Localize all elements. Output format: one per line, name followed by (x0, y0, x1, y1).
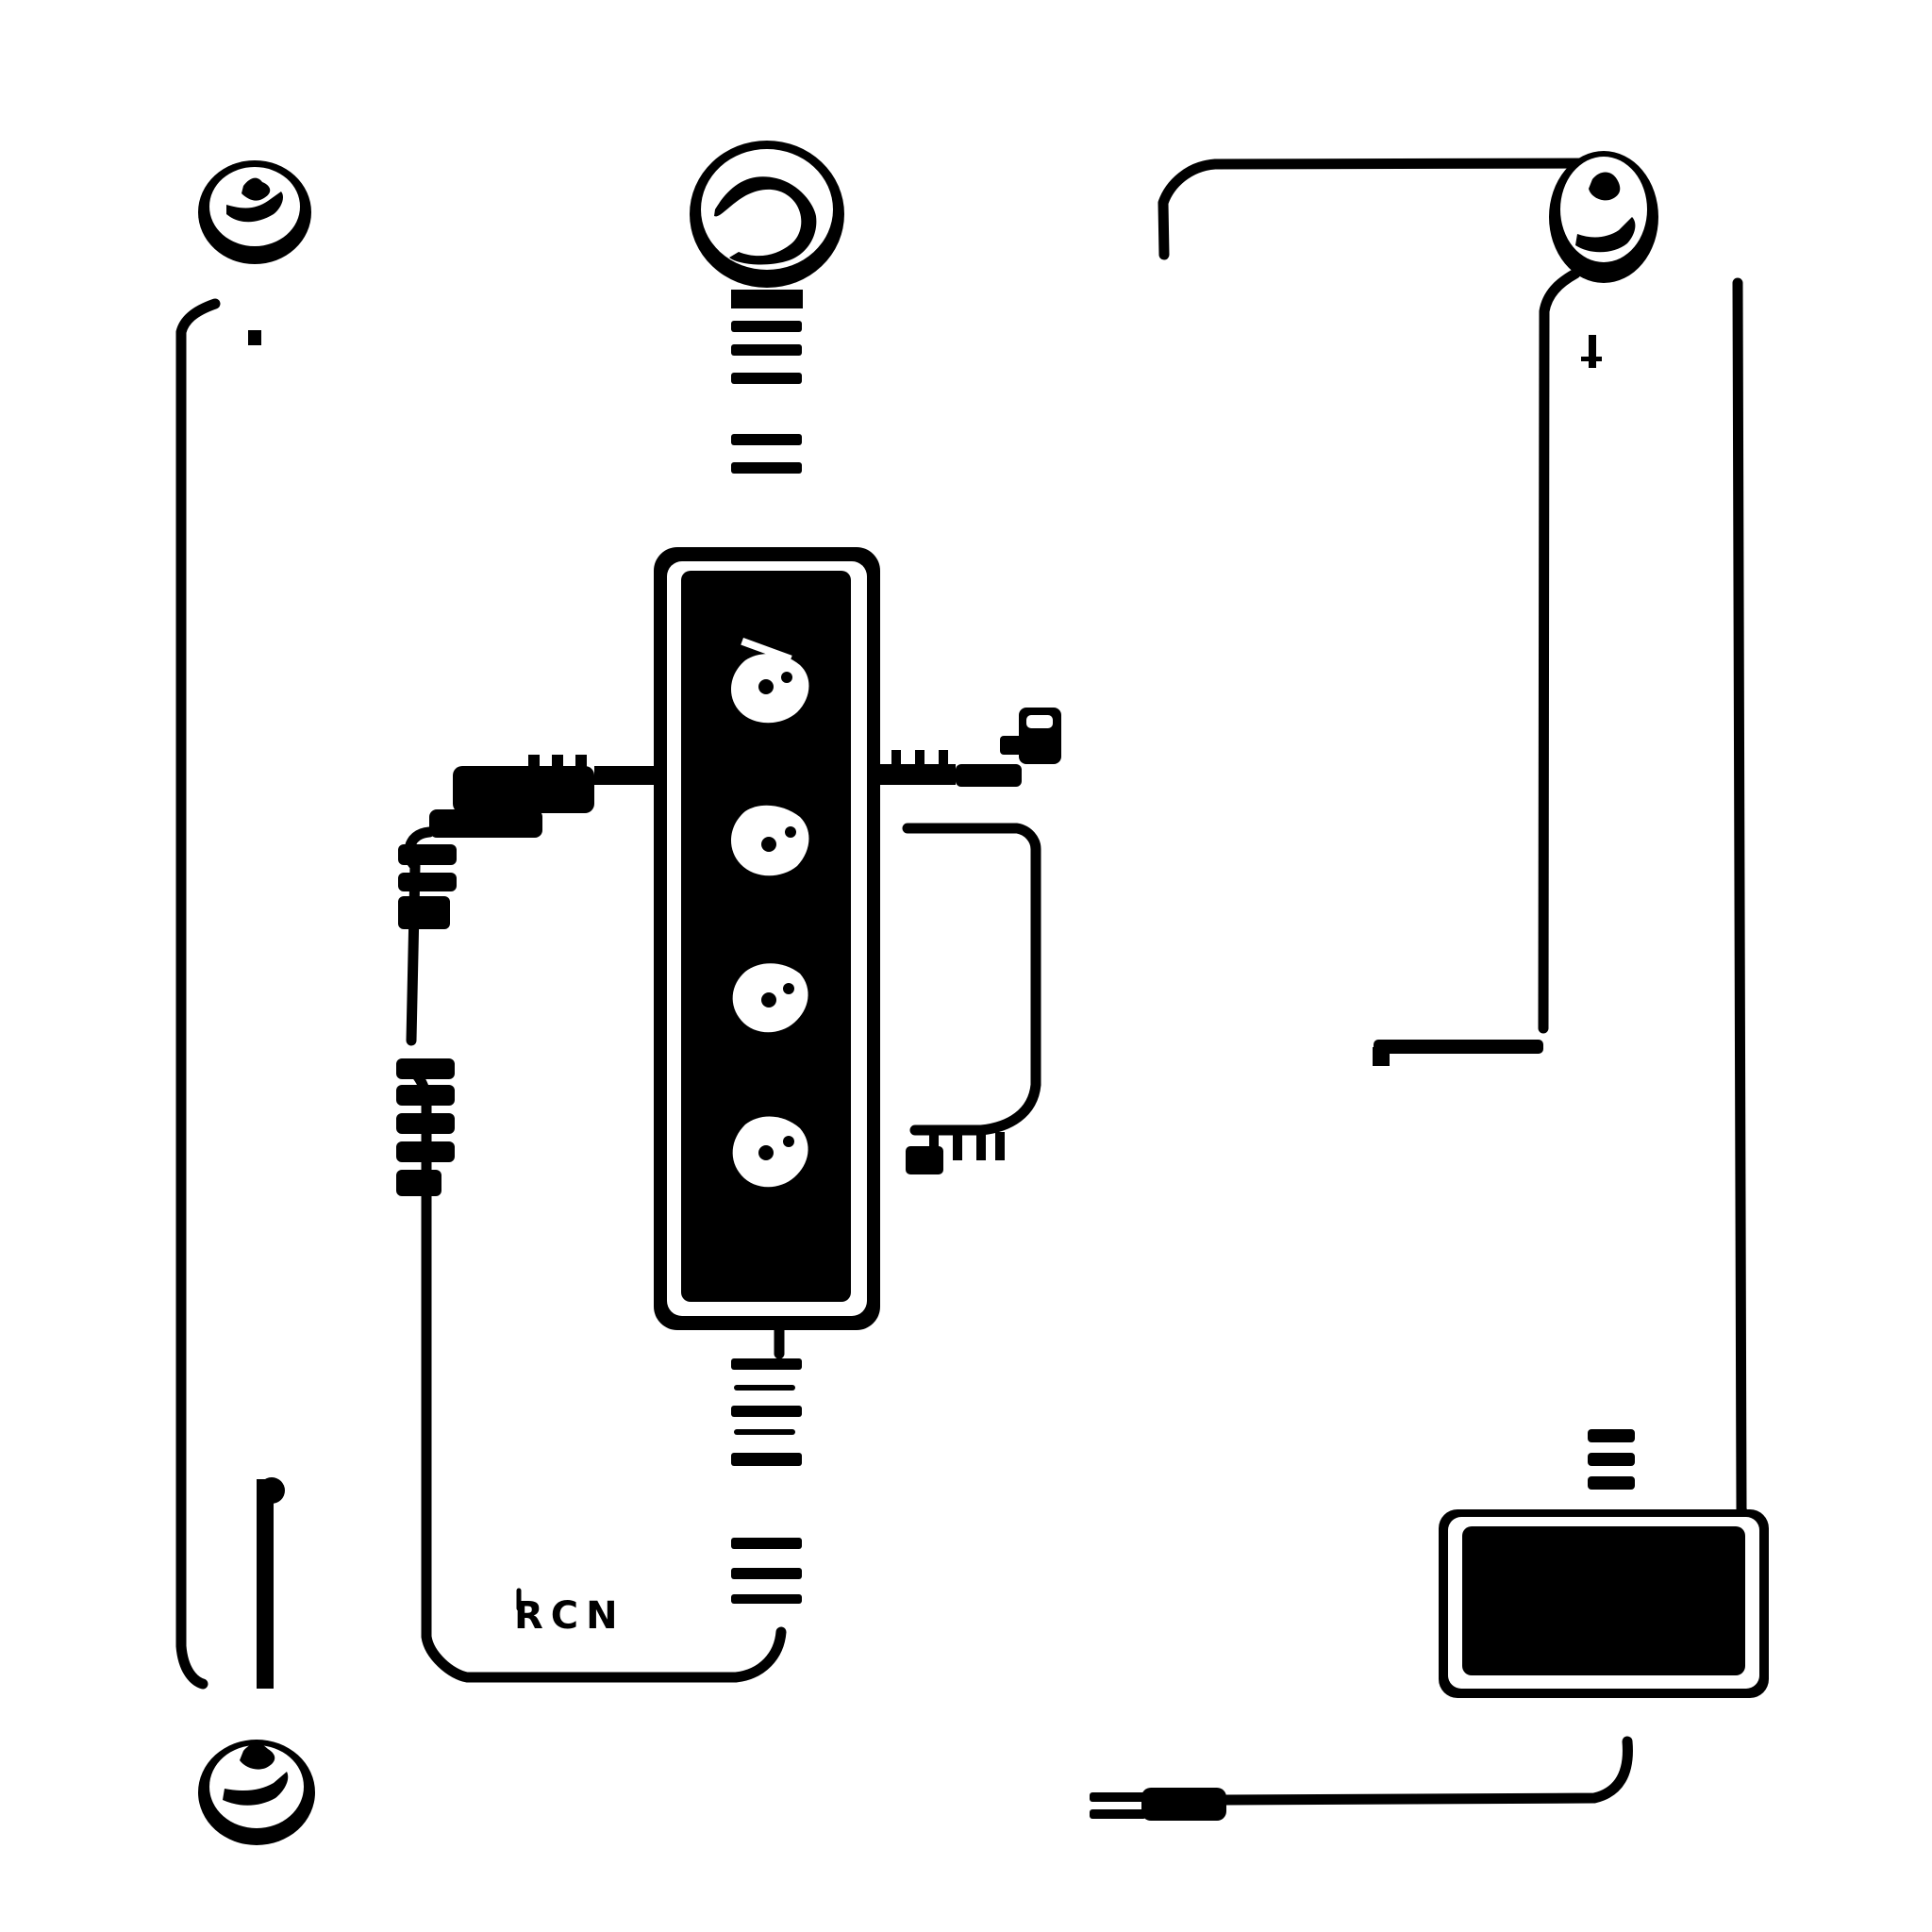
strip-right-connector (880, 750, 1022, 787)
cable-right-vertical (1538, 268, 1581, 1034)
dashed-cable-bottom (731, 1358, 802, 1604)
light-bulb-icon (198, 160, 311, 345)
cable-strip-right (902, 823, 1041, 1136)
power-plug-icon (1090, 1788, 1226, 1821)
cable-right-outer (1732, 277, 1768, 1543)
light-bulb-icon (1549, 151, 1658, 283)
switch-icon (1000, 708, 1061, 764)
right-connector-stack (1588, 1429, 1635, 1490)
light-bulb-icon (690, 141, 844, 308)
dashed-cable-top (731, 321, 802, 474)
outlet-3 (732, 963, 808, 1033)
power-strip-icon (654, 547, 880, 1330)
outlet-2 (730, 805, 809, 876)
outlet-1 (730, 654, 809, 724)
light-bulb-icon (198, 1740, 315, 1845)
power-adapter-icon (1439, 1509, 1769, 1698)
cable-left-vertical (175, 298, 221, 1690)
cable-adapter-to-plug (1219, 1736, 1633, 1806)
left-connector-stack (396, 844, 457, 1196)
strip-left-connector (429, 755, 654, 838)
sensor-icon (1581, 335, 1602, 368)
left-bulb-bottom-base (257, 1477, 285, 1689)
right-connector-stack (906, 1132, 1005, 1174)
cable-top-right (1158, 158, 1605, 260)
outlet-4 (732, 1116, 808, 1188)
component-code-label: RCN (514, 1594, 625, 1638)
right-cable-ladder (1373, 1040, 1543, 1066)
